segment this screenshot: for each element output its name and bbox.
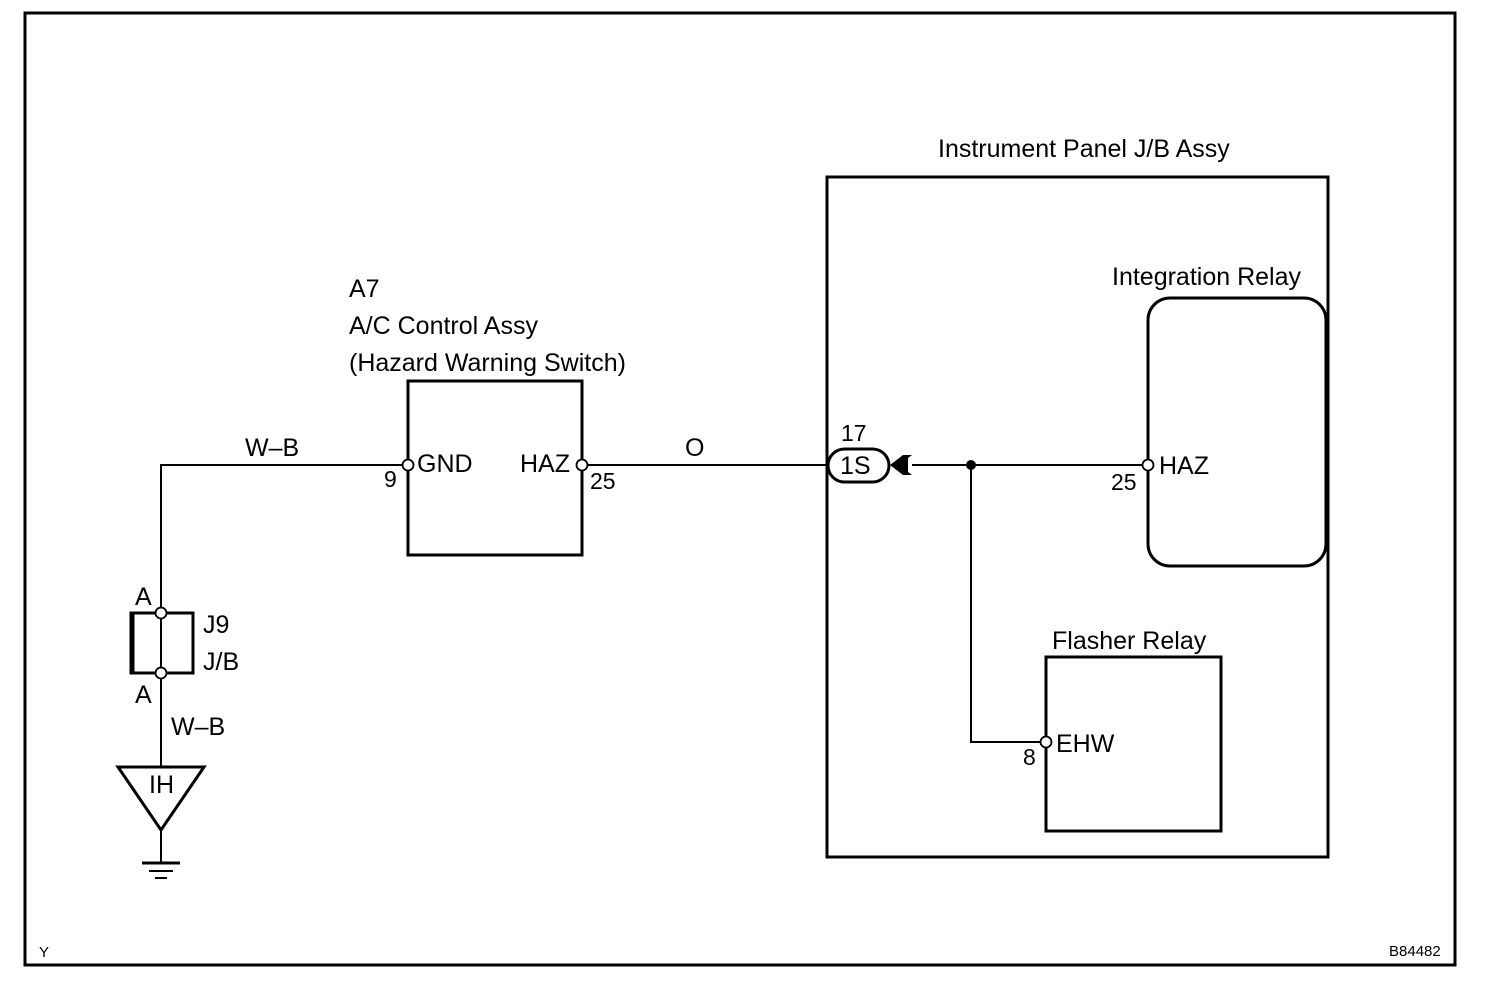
connector-arrow-icon: [890, 455, 912, 475]
footer-figure-id: B84482: [1389, 943, 1441, 960]
connector-1s: [826, 447, 891, 484]
haz-terminal: [575, 458, 589, 472]
integration-relay-box: [1146, 296, 1328, 568]
ac-control-subtitle: (Hazard Warning Switch): [349, 349, 626, 377]
integration-relay-title: Integration Relay: [1112, 263, 1302, 291]
outer-frame: [23, 11, 1457, 967]
flasher-relay-pin-name: EHW: [1056, 730, 1115, 758]
gnd-pin-number: 9: [384, 466, 397, 492]
wire-middle-label: O: [685, 434, 704, 462]
haz-pin-number: 25: [590, 468, 616, 494]
flasher-relay-terminal: [1039, 735, 1053, 749]
ac-control-code: A7: [349, 275, 380, 303]
connector-label: 1S: [840, 452, 871, 480]
ground-point-triangle: [115, 765, 207, 833]
jb-assy-box: [825, 175, 1330, 859]
wire-to-flasher: [970, 465, 1046, 743]
gnd-pin-name: GND: [417, 450, 473, 478]
jb-assy-title: Instrument Panel J/B Assy: [938, 135, 1230, 163]
flasher-relay-title: Flasher Relay: [1052, 627, 1207, 655]
connector-pin-number: 17: [841, 420, 867, 446]
junction-type: J/B: [203, 648, 239, 676]
junction-top-terminal: [154, 606, 168, 620]
integration-relay-pin-number: 25: [1111, 469, 1137, 495]
wire-left-bottom-label: W–B: [171, 713, 225, 741]
junction-bottom-pin: A: [135, 681, 152, 709]
gnd-terminal: [401, 458, 415, 472]
ac-control-name: A/C Control Assy: [349, 312, 538, 340]
integration-relay-terminal: [1141, 458, 1155, 472]
junction-name: J9: [203, 611, 229, 639]
footer-left-code: Y: [39, 944, 49, 961]
integration-relay-pin-name: HAZ: [1159, 452, 1209, 480]
haz-pin-name: HAZ: [520, 450, 570, 478]
junction-top-pin: A: [135, 583, 152, 611]
wire-left-top-label: W–B: [245, 434, 299, 462]
ground-symbol-icon: [142, 861, 180, 879]
junction-bottom-terminal: [154, 666, 168, 680]
flasher-relay-pin-number: 8: [1023, 744, 1036, 770]
ground-point-label: IH: [149, 771, 174, 799]
wire-left-top: [160, 464, 408, 613]
